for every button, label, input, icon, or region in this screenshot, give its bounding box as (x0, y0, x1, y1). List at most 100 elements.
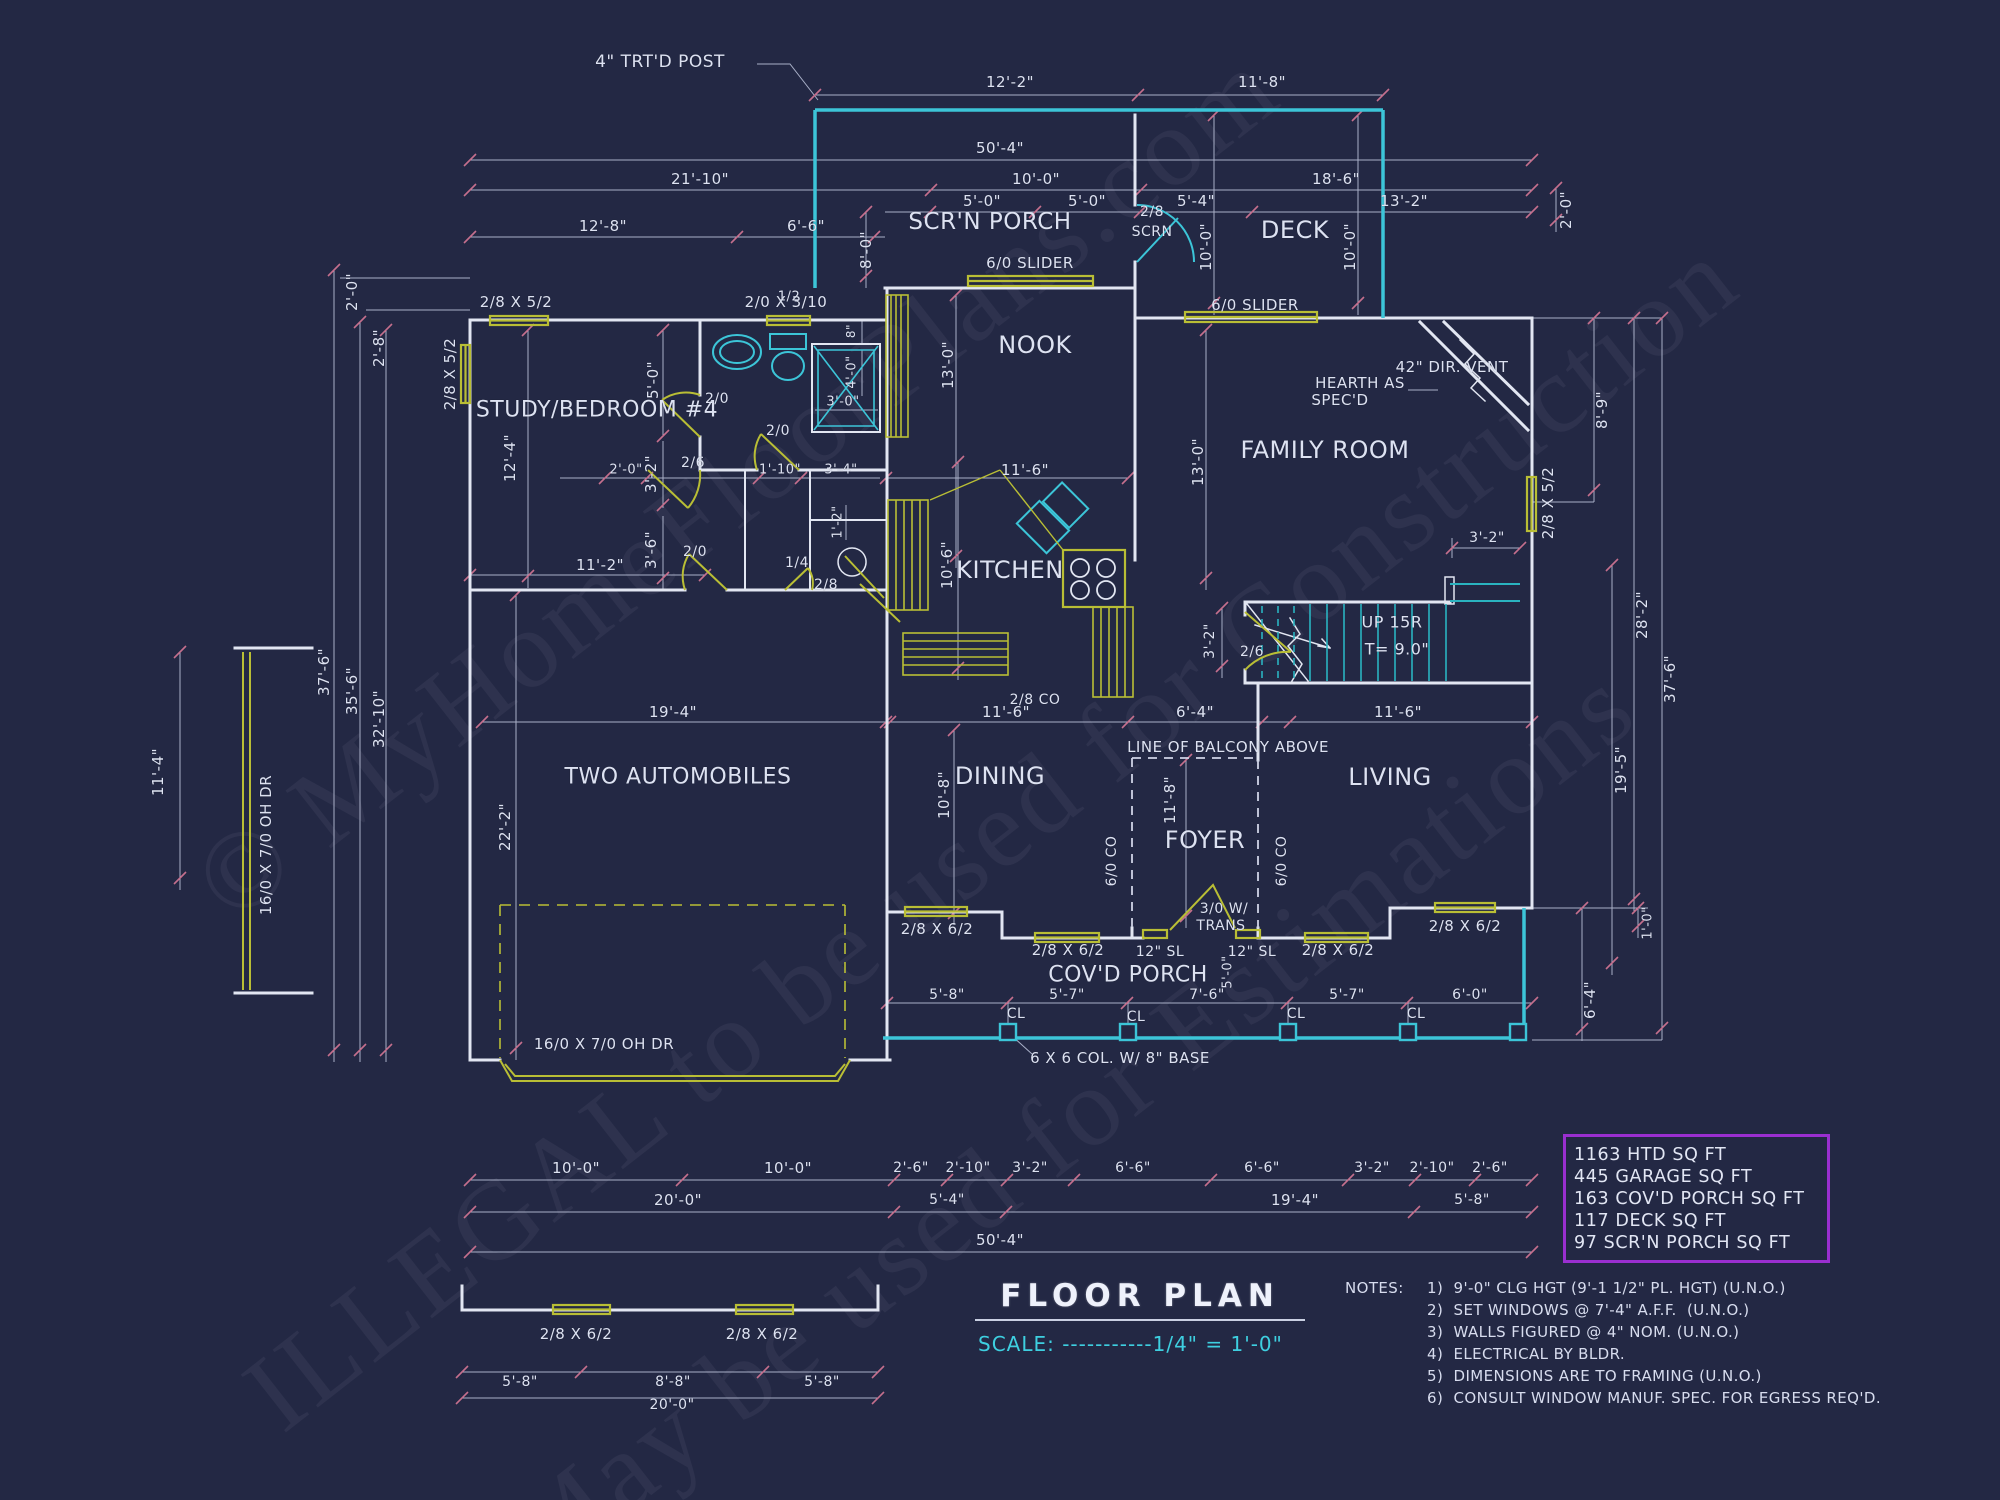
dim-label: 3'-2" (1202, 623, 1218, 659)
dim-label: 21'-10" (670, 170, 730, 188)
window-size-label: 2/8 X 6/2 (725, 1325, 799, 1343)
garage-door (499, 1059, 851, 1082)
dim-label: 5'-8" (804, 1374, 840, 1390)
sqft-line: 445 GARAGE SQ FT (1574, 1167, 1753, 1187)
room-label-foyer: FOYER (1164, 826, 1246, 854)
window (1303, 931, 1370, 944)
dim-label: 3'-2" (642, 454, 660, 494)
door-size-label: 2/8 (813, 577, 839, 593)
dim-label: 5'-7" (1049, 987, 1085, 1003)
dim-label: 11'-8" (1237, 73, 1287, 91)
dim-label: 6'-4" (1175, 703, 1215, 721)
dim-label: 22'-2" (496, 802, 514, 852)
window-size-label: 2/8 X 6/2 (1428, 917, 1502, 935)
window-size-label: 2/0 X 3/10 (744, 293, 828, 311)
door-size-label: 2/6 (680, 455, 706, 471)
dim-label: 2'-10" (945, 1160, 991, 1176)
dim-label: 18'-6" (1311, 170, 1361, 188)
window-size-label: 12" SL (1135, 944, 1185, 960)
dim-label: 10'-0" (1011, 170, 1061, 188)
dim-label: 7'-6" (1189, 987, 1225, 1003)
dim-label: 2'-0" (1557, 190, 1575, 230)
room-label-family-room: FAMILY ROOM (1240, 436, 1410, 464)
dim-label: 50'-4" (975, 1231, 1025, 1249)
room-label-covd-porch: COV'D PORCH (1048, 962, 1208, 988)
dim-label: 11'-8" (1161, 775, 1179, 825)
scale-value: 1/4" = 1'-0" (1152, 1332, 1283, 1356)
dim-label: 1'-0" (1640, 906, 1656, 940)
stair-risers (1261, 583, 1520, 681)
dim-label: 5'-0" (1067, 192, 1107, 210)
dim-label: 8'-8" (655, 1374, 691, 1390)
door-swing (753, 433, 800, 471)
bath-fixtures (712, 333, 879, 431)
window (1033, 931, 1101, 944)
opening-label: 2/8 CO (1009, 692, 1061, 708)
dim-label: 5'-8" (1454, 1192, 1490, 1208)
dimension-ticks (173, 88, 1669, 1405)
dim-label: 6'-6" (1244, 1160, 1280, 1176)
windows (459, 274, 1538, 1316)
dim-label: CL (1126, 1009, 1146, 1025)
door-leaf-diagonal (844, 555, 901, 623)
dim-label: 5'-8" (929, 987, 965, 1003)
window (734, 1303, 795, 1316)
walls (233, 113, 1534, 1312)
dim-label: 12'-2" (985, 73, 1035, 91)
kitchen-sink (1015, 481, 1090, 555)
stairs-note: UP 15R (1361, 612, 1423, 632)
note-item: 1) 9'-0" CLG HGT (9'-1 1/2" PL. HGT) (U.… (1427, 1279, 1786, 1297)
dim-label: 20'-0" (649, 1397, 695, 1413)
dim-label: 5'-7" (1329, 987, 1365, 1003)
dim-label: 10'-6" (938, 540, 956, 590)
note-item: 4) ELECTRICAL BY BLDR. (1427, 1345, 1626, 1363)
title-block: FLOOR PLAN (975, 1278, 1305, 1321)
note-item: 6) CONSULT WINDOW MANUF. SPEC. FOR EGRES… (1427, 1389, 1881, 1407)
window-size-label: 2/8 X 6/2 (900, 920, 974, 938)
dim-label: 35'-6" (343, 666, 361, 716)
dim-label: 10'-0" (551, 1159, 601, 1177)
dim-label: 12'-4" (501, 433, 519, 483)
door-size-label: 2/6 (1239, 644, 1265, 660)
dim-label: 19'-4" (1270, 1191, 1320, 1209)
dim-label: 20'-0" (653, 1191, 703, 1209)
dim-label: 1'-2" (830, 505, 846, 539)
door-size-label: 2/0 (704, 391, 730, 407)
dim-label: 3'-0" (826, 394, 860, 410)
opening-label: 6/0 CO (1104, 835, 1120, 887)
sqft-line: 163 COV'D PORCH SQ FT (1574, 1189, 1805, 1209)
window (488, 314, 550, 327)
dim-label: 6'-4" (1581, 980, 1599, 1020)
dim-label: CL (1406, 1006, 1426, 1022)
entry-door-swing (1169, 883, 1236, 931)
dim-label: 8'-0" (857, 230, 875, 270)
scale-dashes: ----------- (1062, 1332, 1153, 1356)
window-size-label: 12" SL (1227, 944, 1277, 960)
post-note: 4" TRT'D POST (595, 52, 725, 72)
scale-label: SCALE: (978, 1332, 1055, 1356)
dim-label: 6'-6" (786, 217, 826, 235)
dim-label: 5'-4" (929, 1192, 965, 1208)
opening-label: 6/0 CO (1274, 835, 1290, 887)
dim-label: 2'-0" (609, 462, 643, 478)
dim-label: 11'-6" (1000, 461, 1050, 479)
door-swing (647, 469, 702, 509)
window (1433, 901, 1497, 914)
window-size-label: 2/8 X 5/2 (1539, 466, 1557, 540)
dimension-lines (179, 63, 1663, 1399)
window (1183, 310, 1319, 324)
dim-label: 32'-10" (370, 689, 388, 749)
door-size-label: 16/0 X 7/0 OH DR (257, 774, 275, 916)
dim-label: 5'-0" (962, 192, 1002, 210)
dim-label: 2'-8" (370, 328, 388, 368)
dim-label: 5'-0" (1220, 955, 1236, 989)
notes-block: NOTES: 1) 9'-0" CLG HGT (9'-1 1/2" PL. H… (1345, 1277, 1881, 1409)
column-note: 6 X 6 COL. W/ 8" BASE (1030, 1049, 1210, 1067)
door-size-label: 1/2 (777, 289, 801, 305)
dim-label: 11'-4" (149, 747, 167, 797)
dim-label: 2'-6" (1472, 1160, 1508, 1176)
sqft-line: 97 SCR'N PORCH SQ FT (1574, 1233, 1791, 1253)
dim-label: 37'-6" (1661, 654, 1679, 704)
dim-label: 19'-5" (1612, 745, 1630, 795)
dim-label: 28'-2" (1633, 590, 1651, 640)
